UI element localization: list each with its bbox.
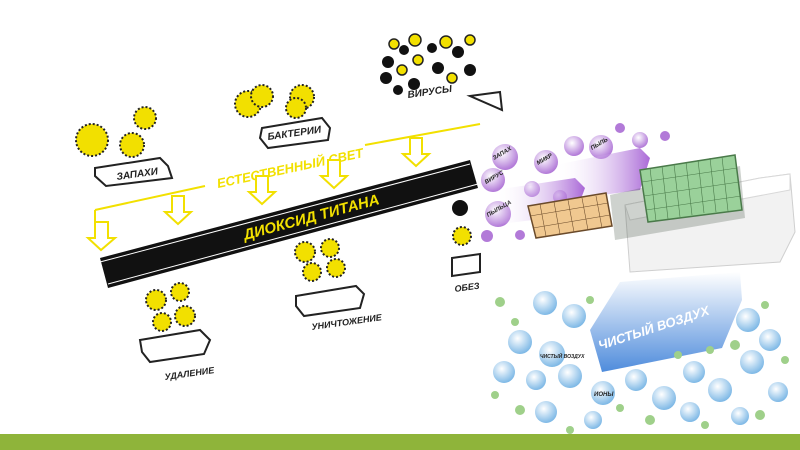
removal-label: УДАЛЕНИЕ	[164, 365, 216, 382]
destruction-particles	[294, 238, 346, 282]
clean-air-beam	[590, 272, 742, 372]
pollutant-bubbles	[481, 123, 670, 242]
virus-particles	[380, 33, 476, 95]
filter-mesh-orange	[527, 192, 613, 239]
removal-arrow	[138, 328, 212, 364]
titanium-dioxide-band	[99, 160, 479, 288]
filter-mesh-green	[639, 154, 743, 223]
bacteria-particles	[234, 84, 315, 119]
green-dots	[491, 296, 789, 434]
removal-particles	[145, 282, 196, 332]
viruses-arrow	[466, 90, 504, 112]
natural-light-label: ЕСТЕСТВЕННЫЙ СВЕТ	[215, 144, 365, 191]
bubble-clean-air: ЧИСТЫЙ ВОЗДУХ	[540, 352, 585, 360]
odors-arrow	[94, 156, 174, 188]
neutralization-label: ОБЕЗ	[454, 281, 480, 294]
destruction-label: УНИЧТОЖЕНИЕ	[311, 312, 383, 332]
bubble-ions: ИОНЫ	[594, 392, 614, 398]
bacteria-arrow	[258, 116, 332, 150]
clean-air-bubbles	[493, 291, 788, 429]
light-arrows	[85, 137, 432, 252]
neutralization-particles	[451, 200, 481, 278]
destruction-arrow	[295, 284, 366, 318]
bottom-accent-bar	[0, 434, 800, 450]
odor-particles	[75, 106, 157, 158]
